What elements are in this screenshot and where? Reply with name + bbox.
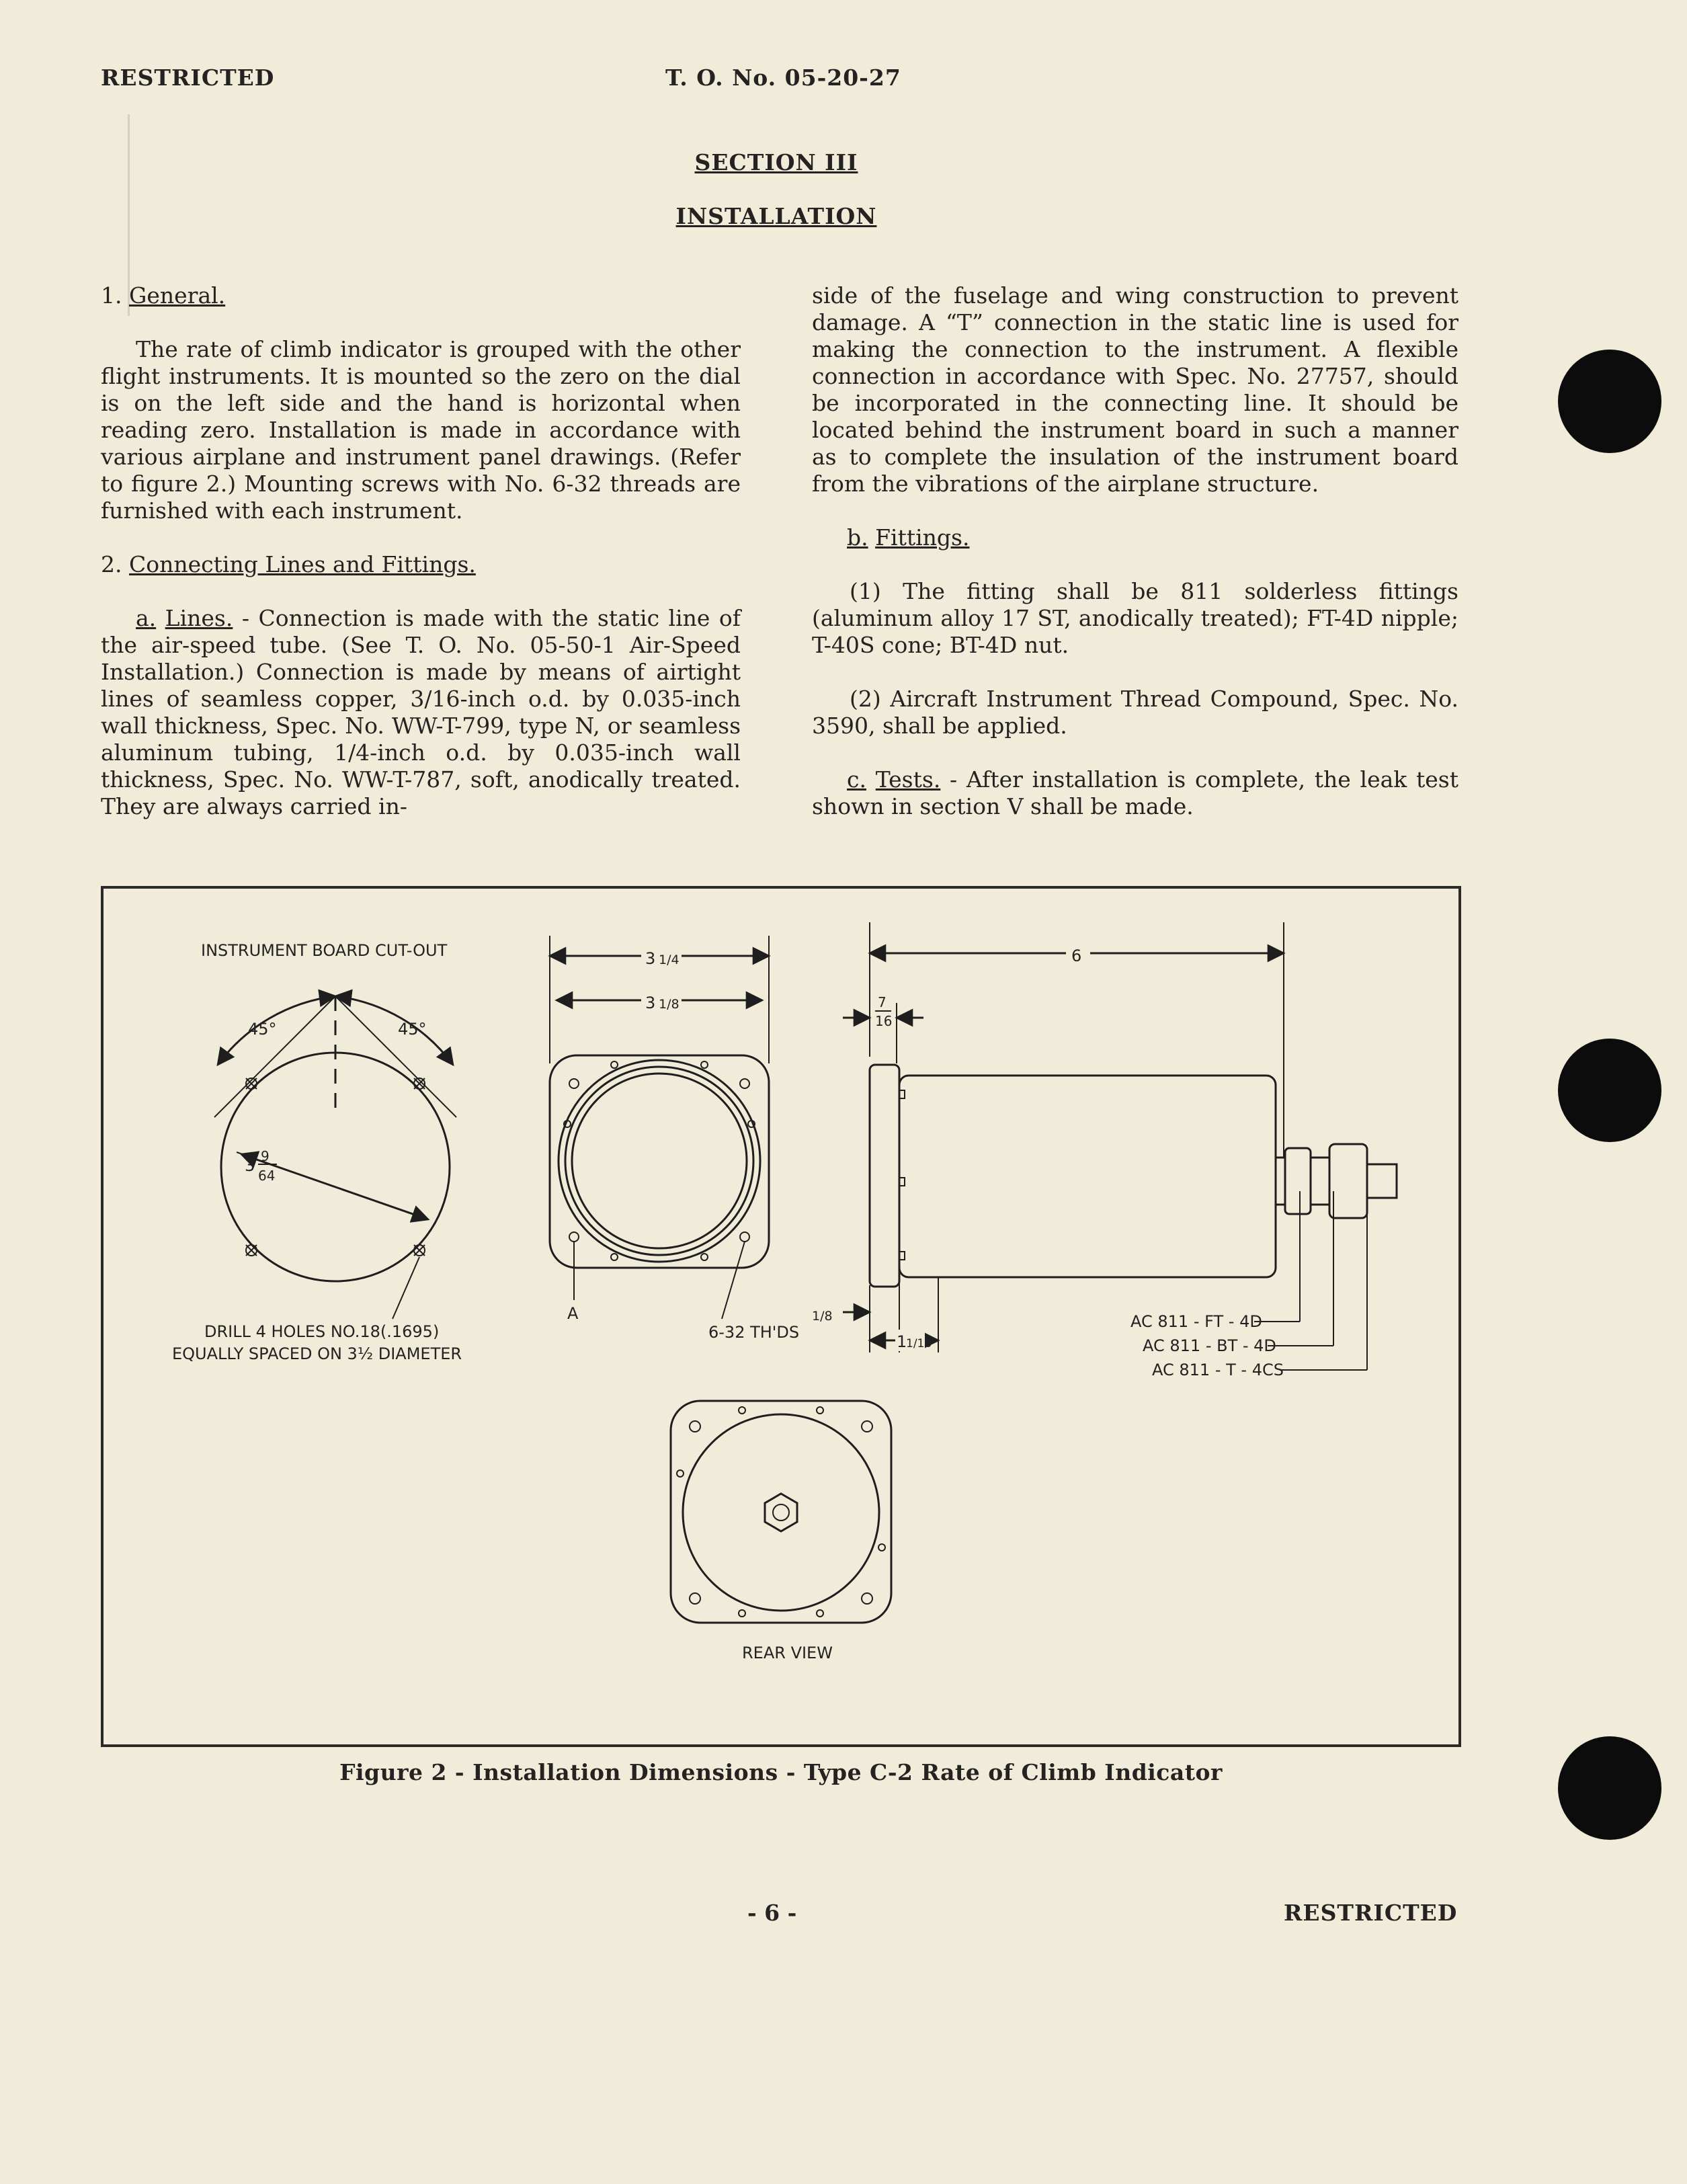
side-top-denominator: 16 (875, 1013, 892, 1029)
left-column: 1. General. The rate of climb indicator … (101, 282, 741, 820)
side-length-label: 6 (1071, 946, 1081, 965)
front-inner-fraction: 1/8 (659, 997, 680, 1012)
paragraph-general: The rate of climb indicator is grouped w… (101, 336, 741, 524)
front-label-a: A (567, 1304, 579, 1323)
paragraph-tests: c. Tests. - After installation is comple… (812, 766, 1458, 820)
front-outer-fraction: 1/4 (659, 953, 680, 967)
front-bezel-inner (564, 1065, 755, 1256)
lines-title: Lines. (165, 605, 233, 631)
footer-page-number: - 6 - (747, 1900, 797, 1926)
header-to-number: T. O. No. 05-20-27 (665, 65, 901, 91)
drill-note-line-2: EQUALLY SPACED ON 3½ DIAMETER (172, 1344, 462, 1363)
front-bezel-outer (557, 1059, 762, 1263)
drill-note-line-1: DRILL 4 HOLES NO.18(.1695) (204, 1322, 439, 1341)
angle-label-left: 45° (248, 1020, 277, 1039)
fitting-ft-label: AC 811 - FT - 4D (1130, 1312, 1262, 1331)
side-flange (868, 1063, 901, 1288)
fitting-t-label: AC 811 - T - 4CS (1152, 1361, 1284, 1379)
paragraph-lines: a. Lines. - Connection is made with the … (101, 605, 741, 820)
heading-connecting-lines: 2. Connecting Lines and Fittings. (101, 551, 741, 578)
fitting-nut (1284, 1147, 1312, 1215)
angle-arc-left (216, 989, 337, 1067)
side-view-drawing: 6 7 16 AC 811 - FT - 4D AC (812, 922, 1398, 1379)
tests-label: c. (847, 766, 866, 793)
margin-rule (128, 114, 130, 316)
lines-label: a. (136, 605, 157, 631)
radius-whole: 3 (245, 1156, 255, 1175)
heading-general: 1. General. (101, 282, 741, 309)
paragraph-fittings-2: (2) Aircraft Instrument Thread Compound,… (812, 686, 1458, 739)
side-bottom-left-fraction: 1/8 (812, 1309, 833, 1324)
section-number: SECTION III (694, 149, 858, 175)
fittings-title: Fittings. (875, 524, 970, 551)
front-outer-whole: 3 (645, 949, 655, 968)
heading-general-title: General. (129, 282, 226, 309)
tests-text: - After installation is complete, the le… (812, 766, 1458, 819)
front-flange (548, 1054, 770, 1269)
rear-screws (676, 1406, 886, 1617)
front-glass (571, 1072, 748, 1250)
rear-view-drawing: REAR VIEW (669, 1400, 893, 1662)
right-column: side of the fuselage and wing constructi… (812, 282, 1458, 820)
cutout-title: INSTRUMENT BOARD CUT-OUT (201, 941, 448, 960)
screw-thread-label: 6-32 TH'DS (708, 1323, 799, 1342)
front-screws (563, 1061, 755, 1261)
tube-stub (1366, 1163, 1398, 1199)
side-bottom-fraction: 1/16 (906, 1337, 932, 1350)
rear-view-label: REAR VIEW (742, 1644, 833, 1662)
punch-hole-top (1558, 350, 1661, 453)
fitting-cone (1309, 1156, 1331, 1206)
heading-fittings: b. Fittings. (812, 524, 1458, 551)
heading-connecting-title: Connecting Lines and Fittings. (129, 551, 476, 577)
cutout-drawing: INSTRUMENT BOARD CUT-OUT 45° 45° 3 9 64 (172, 941, 462, 1363)
front-view-drawing: 3 1/4 3 1/8 A 6-32 TH'DS (548, 936, 799, 1342)
fitting-bt-label: AC 811 - BT - 4D (1143, 1336, 1276, 1355)
rear-case (682, 1413, 880, 1612)
fitting-sleeve (1328, 1143, 1368, 1219)
paragraph-lines-continued: side of the fuselage and wing constructi… (812, 282, 1458, 497)
heading-connecting-number: 2. (101, 551, 122, 577)
lines-text: - Connection is made with the static lin… (101, 605, 741, 819)
header-restricted: RESTRICTED (101, 65, 275, 91)
fittings-label: b. (847, 524, 868, 551)
figure-caption: Figure 2 - Installation Dimensions - Typ… (339, 1759, 1223, 1785)
angle-arc-right (333, 989, 454, 1067)
radius-numerator: 9 (261, 1148, 270, 1164)
front-inner-whole: 3 (645, 994, 655, 1012)
figure-2-frame: INSTRUMENT BOARD CUT-OUT 45° 45° 3 9 64 (101, 886, 1461, 1747)
radius-denominator: 64 (258, 1168, 275, 1184)
installation-dimensions-drawing: INSTRUMENT BOARD CUT-OUT 45° 45° 3 9 64 (172, 922, 1398, 1662)
drill-holes (245, 1078, 425, 1256)
section-title: INSTALLATION (675, 203, 877, 229)
punch-hole-bottom (1558, 1736, 1661, 1840)
footer-restricted: RESTRICTED (1284, 1900, 1458, 1926)
side-case (898, 1074, 1277, 1279)
side-top-numerator: 7 (878, 994, 887, 1010)
side-bottom-whole: 1 (897, 1332, 907, 1351)
rear-hex-nut (764, 1492, 798, 1533)
heading-general-number: 1. (101, 282, 122, 309)
paragraph-fittings-1: (1) The fitting shall be 811 solderless … (812, 578, 1458, 658)
tests-title: Tests. (875, 766, 941, 793)
angle-label-right: 45° (398, 1020, 427, 1039)
rear-flange (669, 1400, 893, 1624)
punch-hole-middle (1558, 1039, 1661, 1142)
fitting-nipple (1274, 1156, 1286, 1206)
radius-arrow (239, 1151, 430, 1223)
